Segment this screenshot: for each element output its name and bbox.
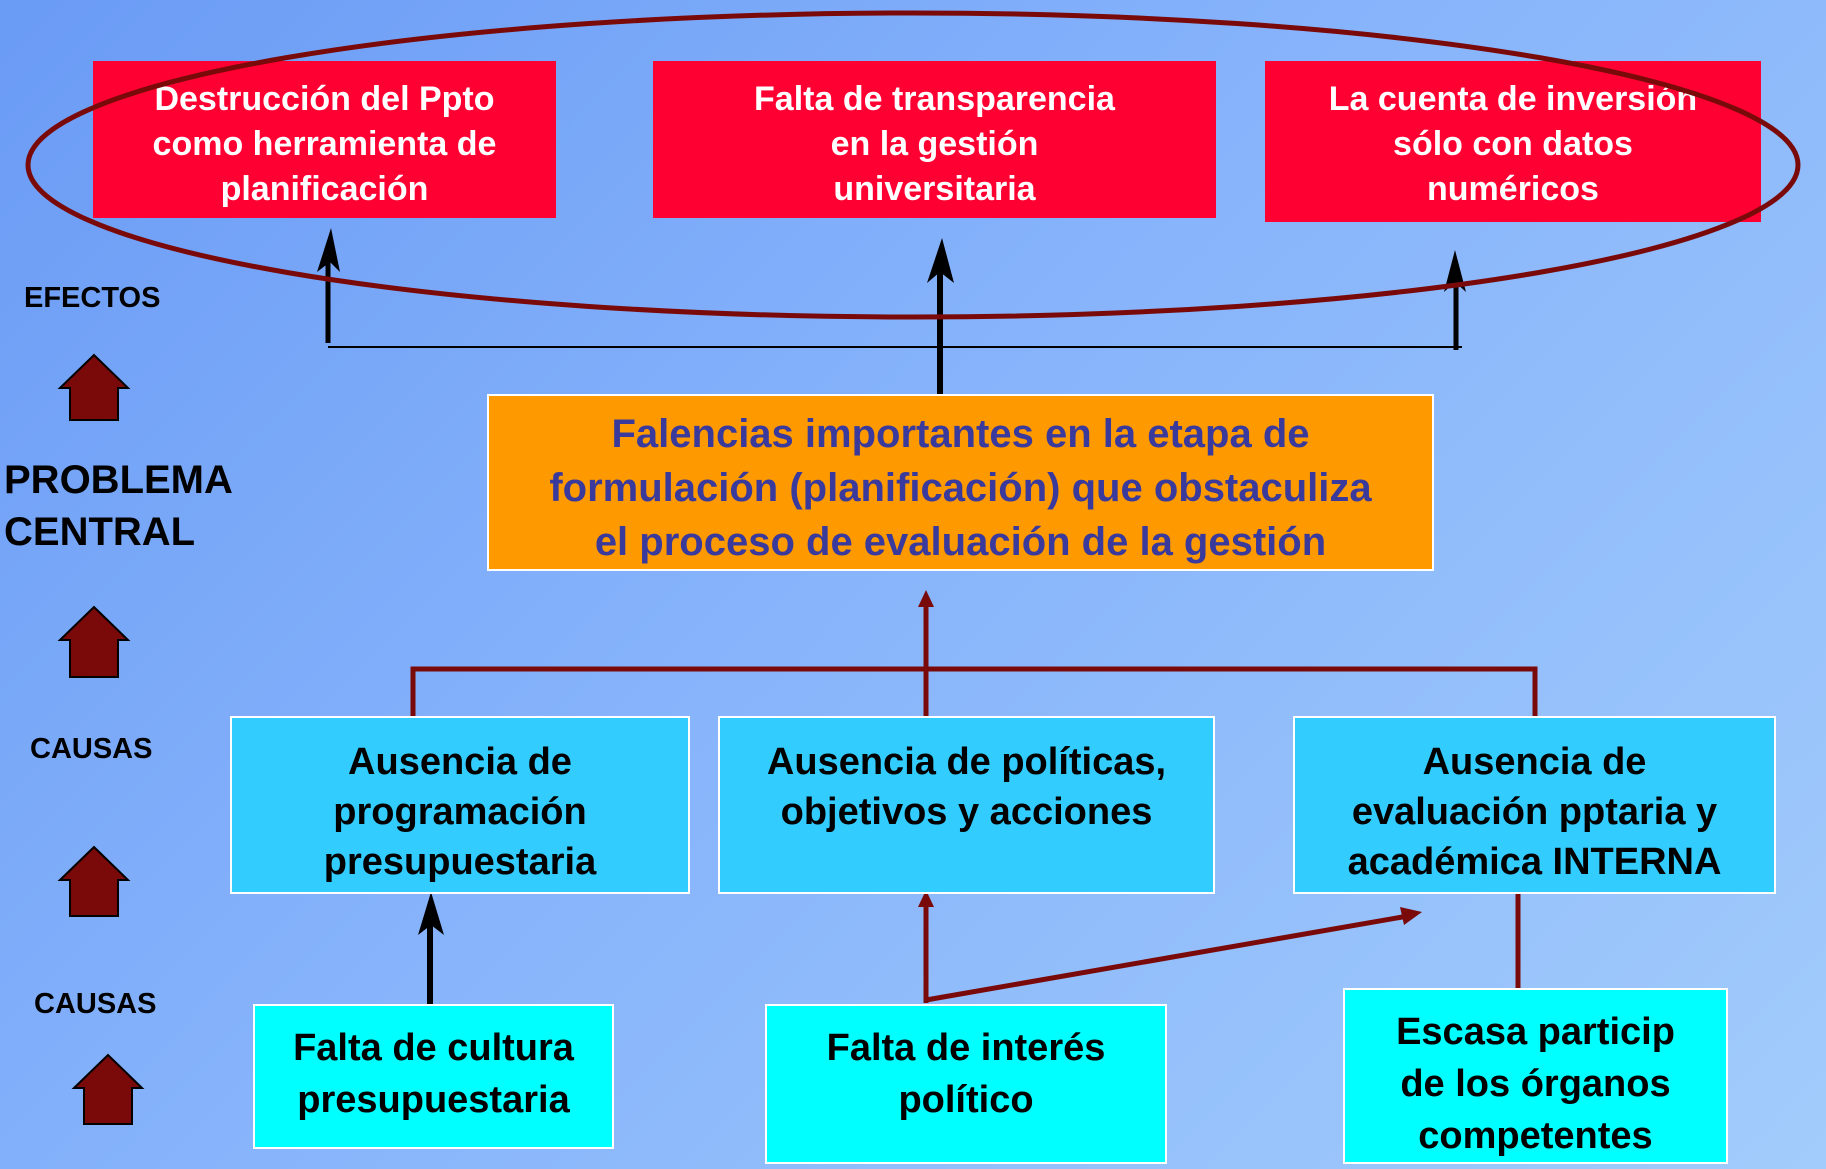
- direct-cause-box: Ausencia de evaluación pptaria y académi…: [1293, 716, 1776, 894]
- causes-connectors: [410, 602, 1538, 1003]
- up-arrow-icon: [57, 605, 131, 678]
- up-arrow-icon: [57, 845, 131, 917]
- effect-box: Destrucción del Ppto como herramienta de…: [93, 61, 556, 218]
- root-cause-box: Falta de cultura presupuestaria: [253, 1004, 614, 1149]
- effect-box: La cuenta de inversión sólo con datos nu…: [1265, 61, 1761, 222]
- central-problem-label: PROBLEMA CENTRAL: [4, 458, 233, 554]
- central-problem-box: Falencias importantes en la etapa de for…: [487, 394, 1434, 571]
- up-arrow-icon: [71, 1053, 145, 1125]
- causes-label: CAUSAS: [34, 988, 157, 1020]
- root-cause-box: Falta de interés político: [765, 1004, 1167, 1164]
- effects-label: EFECTOS: [24, 282, 161, 314]
- causes-label: CAUSAS: [30, 733, 153, 765]
- direct-cause-box: Ausencia de políticas, objetivos y accio…: [718, 716, 1215, 894]
- direct-cause-box: Ausencia de programación presupuestaria: [230, 716, 690, 894]
- root-cause-box: Escasa particip de los órganos competent…: [1343, 988, 1728, 1164]
- up-arrow-icon: [57, 353, 131, 421]
- effect-box: Falta de transparencia en la gestión uni…: [653, 61, 1216, 218]
